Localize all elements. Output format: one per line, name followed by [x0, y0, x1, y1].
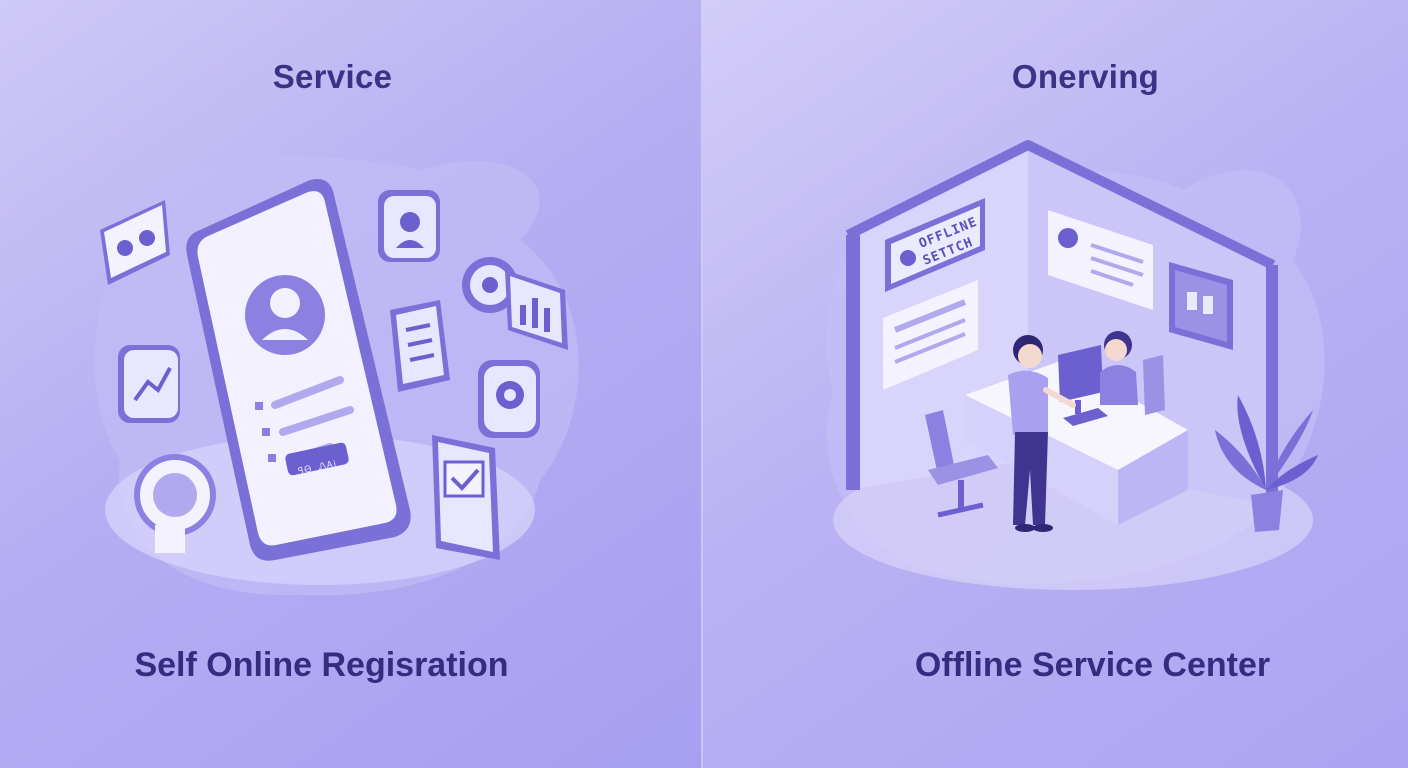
customer	[1008, 335, 1076, 532]
potted-plant	[1215, 395, 1318, 532]
computer-monitor	[1058, 345, 1108, 426]
office-chair	[925, 410, 998, 518]
music-badge-icon	[134, 454, 216, 553]
chart-icon	[505, 270, 568, 350]
chat-people-icon	[100, 200, 170, 285]
online-illustration: ꟼᎾ ᏁᎪᎥ	[94, 156, 579, 596]
offline-service-panel: OFFLINE SETTCH	[703, 0, 1408, 768]
growth-chart-icon	[118, 345, 180, 423]
profile-icon	[1058, 228, 1078, 248]
info-board	[1169, 262, 1233, 350]
right-title: Onerving	[1011, 58, 1160, 95]
document-icon	[390, 300, 450, 392]
checkmark-tablet-icon	[432, 435, 500, 560]
user-icon	[900, 250, 916, 266]
user-profile-icon	[378, 190, 440, 262]
location-pin-icon	[478, 360, 540, 438]
info-poster	[883, 280, 978, 390]
offline-illustration: OFFLINE SETTCH	[825, 140, 1325, 590]
gear-icon	[462, 257, 518, 313]
smartphone: ꟼᎾ ᏁᎪᎥ	[186, 179, 411, 561]
left-title: Service	[272, 58, 393, 95]
left-caption: Self Online Regisration	[134, 646, 509, 684]
service-staff	[1100, 331, 1165, 415]
right-caption: Offline Service Center	[914, 646, 1271, 684]
profile-poster	[1048, 210, 1153, 310]
online-registration-panel: ꟼᎾ ᏁᎪᎥ	[0, 0, 703, 768]
panel-divider	[701, 0, 703, 768]
register-button[interactable]	[284, 442, 349, 476]
